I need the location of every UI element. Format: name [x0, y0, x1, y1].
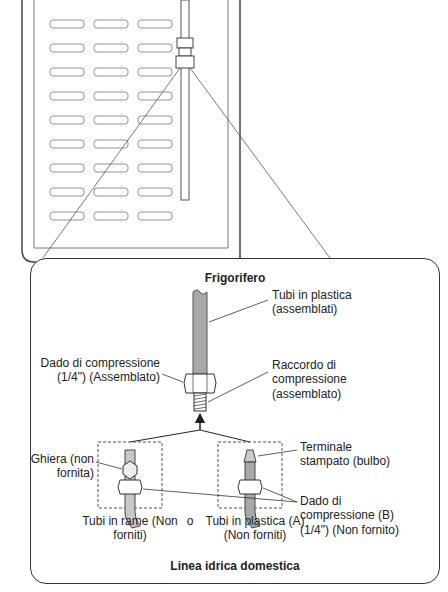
panel-footer: Linea idrica domestica: [31, 559, 439, 573]
insert-arrow: [199, 418, 201, 430]
part-label: Ghiera (non fornita): [30, 452, 94, 481]
part-label: Raccordo di compressione (assemblato): [272, 358, 368, 401]
branch-line: [130, 430, 250, 442]
fridge-water-pipe: [176, 0, 194, 200]
zoom-line: [40, 68, 180, 262]
part-label: Tubi in plastica (A) (Non forniti): [196, 514, 314, 543]
leader-line: [96, 300, 297, 502]
part-label: Tubi in rame (Non forniti): [78, 514, 182, 543]
part-label: Tubi in plastica (assemblati): [272, 288, 382, 317]
assembled-tube: [184, 290, 216, 411]
part-label: o: [180, 514, 200, 528]
part-label: Dado di compressione (B) (1/4") (Non for…: [300, 494, 404, 537]
part-label: Terminale stampato (bulbo): [300, 440, 404, 469]
zoom-line: [190, 68, 330, 258]
panel-ground: [30, 258, 440, 584]
panel-heading: Frigorifero: [31, 271, 439, 285]
fridge-back: [22, 0, 240, 262]
part-label: Dado di compressione (1/4") (Assemblato): [36, 356, 160, 385]
